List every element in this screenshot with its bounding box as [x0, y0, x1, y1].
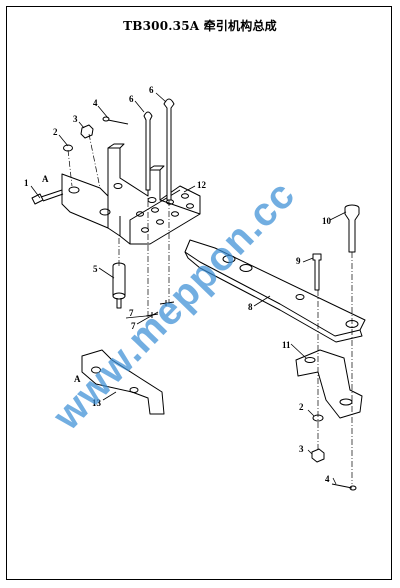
pin-part	[112, 262, 126, 309]
callout-a2: A	[74, 374, 81, 384]
drawbar-part	[184, 239, 366, 343]
callout-2-right: 2	[299, 402, 304, 412]
callout-13: 13	[92, 398, 102, 408]
callout-11: 11	[282, 340, 291, 350]
callout-6b: 6	[149, 85, 154, 95]
pin-part	[344, 204, 360, 253]
callout-12: 12	[197, 180, 207, 190]
callout-2: 2	[53, 127, 58, 137]
callout-a1: A	[42, 174, 49, 184]
callout-3: 3	[73, 114, 78, 124]
hitch-plate-part	[81, 349, 165, 415]
drawing-border	[6, 6, 392, 580]
callout-8: 8	[248, 302, 253, 312]
callout-3-right: 3	[299, 444, 304, 454]
callout-9: 9	[296, 256, 301, 266]
callout-1: 1	[24, 178, 29, 188]
cotter-pin-part	[102, 116, 129, 125]
bolt-part	[31, 189, 64, 205]
callout-7b: 7	[131, 321, 136, 331]
drawbar-bracket-part	[61, 143, 201, 245]
callout-5: 5	[93, 264, 98, 274]
callout-6a: 6	[129, 94, 134, 104]
clevis-part	[295, 349, 363, 419]
cotter-pin-part	[159, 300, 175, 306]
cotter-pin-part	[331, 483, 357, 491]
callout-7a: 7	[129, 308, 134, 318]
callout-4-right: 4	[325, 474, 330, 484]
nut-part	[80, 124, 94, 139]
pin-part	[312, 253, 322, 291]
drawing-title: TB300.35A 牵引机构总成	[123, 19, 277, 33]
callout-10: 10	[322, 216, 332, 226]
callout-4: 4	[93, 98, 98, 108]
nut-part	[311, 448, 325, 463]
